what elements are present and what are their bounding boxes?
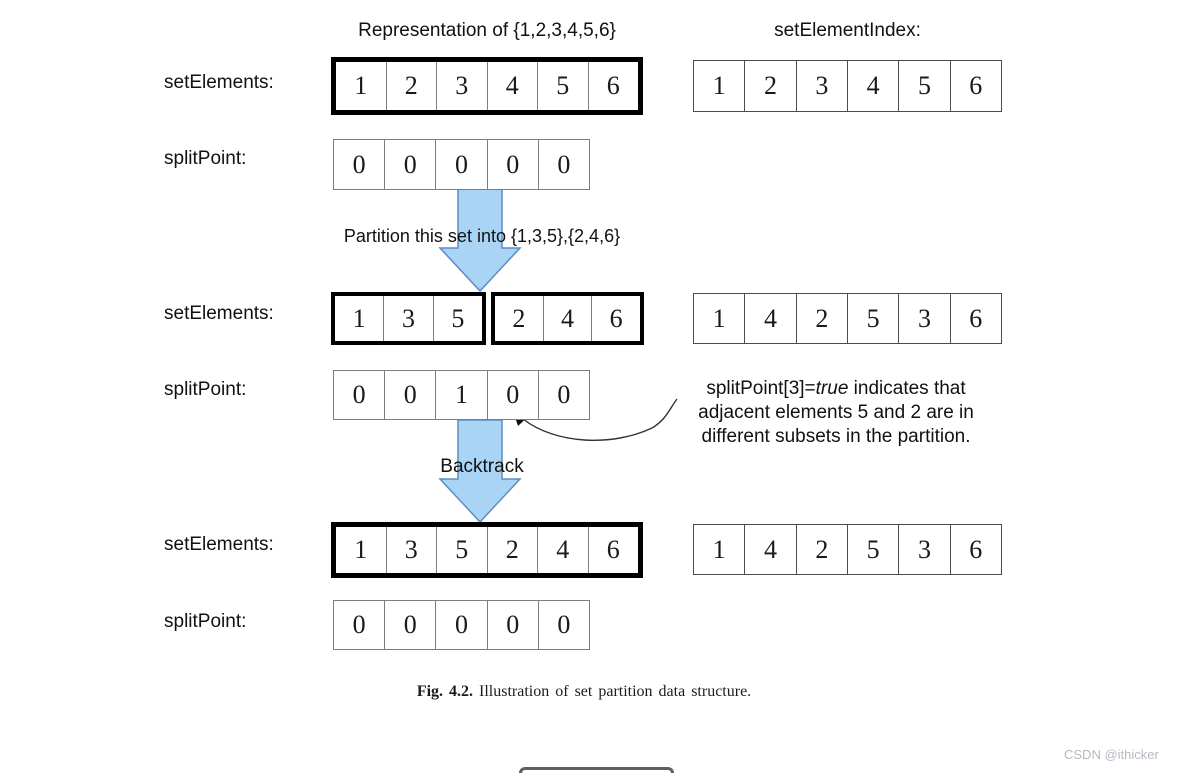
set-element-index-array: 1 4 2 5 3 6	[693, 524, 1002, 575]
array-cell: 2	[512, 303, 526, 333]
array-cell: 5	[846, 525, 898, 574]
array-cell: 4	[846, 61, 898, 111]
annotation-line2: adjacent elements 5 and 2 are in	[698, 402, 974, 423]
set-elements-array: 1 3 5 2 4 6	[331, 522, 643, 578]
array-cell: 1	[352, 303, 366, 333]
backtrack-down-arrow-icon	[438, 419, 522, 524]
array-cell: 0	[537, 371, 589, 419]
title-set-element-index: setElementIndex:	[774, 20, 921, 41]
array-cell: 6	[587, 527, 639, 573]
array-cell: 3	[795, 61, 847, 111]
array-cell: 5	[898, 61, 949, 111]
set-element-index-array: 1 2 3 4 5 6	[693, 60, 1002, 112]
annotation-line3: different subsets in the partition.	[701, 426, 971, 447]
set-element-index-array: 1 4 2 5 3 6	[693, 293, 1002, 344]
annotation-true-italic: true	[815, 378, 849, 399]
set-elements-array: 1 2 3 4 5 6	[331, 57, 643, 115]
split-point-array: 0 0 0 0 0	[333, 600, 590, 650]
backtrack-step-label: Backtrack	[440, 456, 524, 477]
split-point-label: splitPoint:	[164, 611, 247, 632]
array-cell: 0	[486, 601, 538, 649]
array-cell: 0	[384, 140, 435, 189]
array-cell: 0	[435, 140, 486, 189]
subset-a-array: 1 3 5	[331, 292, 486, 345]
array-cell: 4	[542, 296, 592, 341]
array-cell: 6	[949, 61, 1001, 111]
array-cell: 1	[712, 71, 726, 100]
annotation-line1-post: indicates that	[848, 378, 966, 399]
array-cell: 3	[383, 296, 432, 341]
array-cell: 3	[898, 525, 949, 574]
array-cell: 0	[384, 601, 435, 649]
figure-caption-number: Fig. 4.2.	[416, 683, 474, 700]
array-cell: 4	[744, 294, 795, 343]
array-cell: 0	[486, 140, 538, 189]
array-cell: 1	[435, 371, 486, 419]
array-cell: 0	[486, 371, 538, 419]
array-cell: 1	[712, 303, 726, 333]
array-cell: 4	[486, 62, 538, 110]
annotation-curve	[522, 398, 678, 441]
array-cell: 4	[744, 525, 795, 574]
array-cell: 5	[436, 527, 487, 573]
array-cell: 6	[949, 525, 1001, 574]
set-elements-label: setElements:	[164, 534, 274, 555]
figure-caption: Fig. 4.2. Illustration of set partition …	[299, 683, 869, 701]
array-cell: 0	[352, 380, 366, 409]
array-cell: 0	[384, 371, 435, 419]
array-cell: 0	[537, 140, 589, 189]
array-cell: 1	[712, 534, 726, 564]
array-cell: 1	[354, 71, 368, 100]
partial-bottom-button[interactable]	[519, 767, 674, 773]
array-cell: 2	[795, 525, 847, 574]
set-elements-label: setElements:	[164, 303, 274, 324]
array-cell: 5	[432, 296, 482, 341]
partition-step-label: Partition this set into {1,3,5},{2,4,6}	[343, 226, 621, 246]
array-cell: 6	[591, 296, 640, 341]
array-cell: 0	[352, 149, 366, 179]
array-cell: 5	[846, 294, 898, 343]
array-cell: 1	[354, 535, 368, 564]
split-point-annotation: splitPoint[3]=true indicates that adjace…	[675, 377, 997, 449]
set-elements-label: setElements:	[164, 72, 274, 93]
subset-b-array: 2 4 6	[491, 292, 644, 345]
array-cell: 4	[537, 527, 588, 573]
array-cell: 2	[795, 294, 847, 343]
array-cell: 2	[385, 62, 437, 110]
annotation-line1-pre: splitPoint[3]=	[706, 378, 816, 399]
array-cell: 0	[435, 601, 486, 649]
array-cell: 6	[949, 294, 1001, 343]
array-cell: 3	[436, 62, 487, 110]
watermark: CSDN @ithicker	[1064, 747, 1159, 762]
split-point-label: splitPoint:	[164, 379, 247, 400]
partition-down-arrow-icon	[438, 188, 522, 293]
array-cell: 2	[744, 61, 795, 111]
split-point-label: splitPoint:	[164, 148, 247, 169]
title-representation: Representation of {1,2,3,4,5,6}	[358, 20, 616, 41]
split-point-array: 0 0 1 0 0	[333, 370, 590, 420]
figure-caption-text: Illustration of set partition data struc…	[473, 683, 752, 700]
array-cell: 3	[898, 294, 949, 343]
array-cell: 0	[352, 610, 366, 639]
array-cell: 6	[587, 62, 639, 110]
array-cell: 5	[537, 62, 588, 110]
array-cell: 2	[486, 527, 538, 573]
split-point-array: 0 0 0 0 0	[333, 139, 590, 190]
array-cell: 3	[385, 527, 437, 573]
array-cell: 0	[537, 601, 589, 649]
